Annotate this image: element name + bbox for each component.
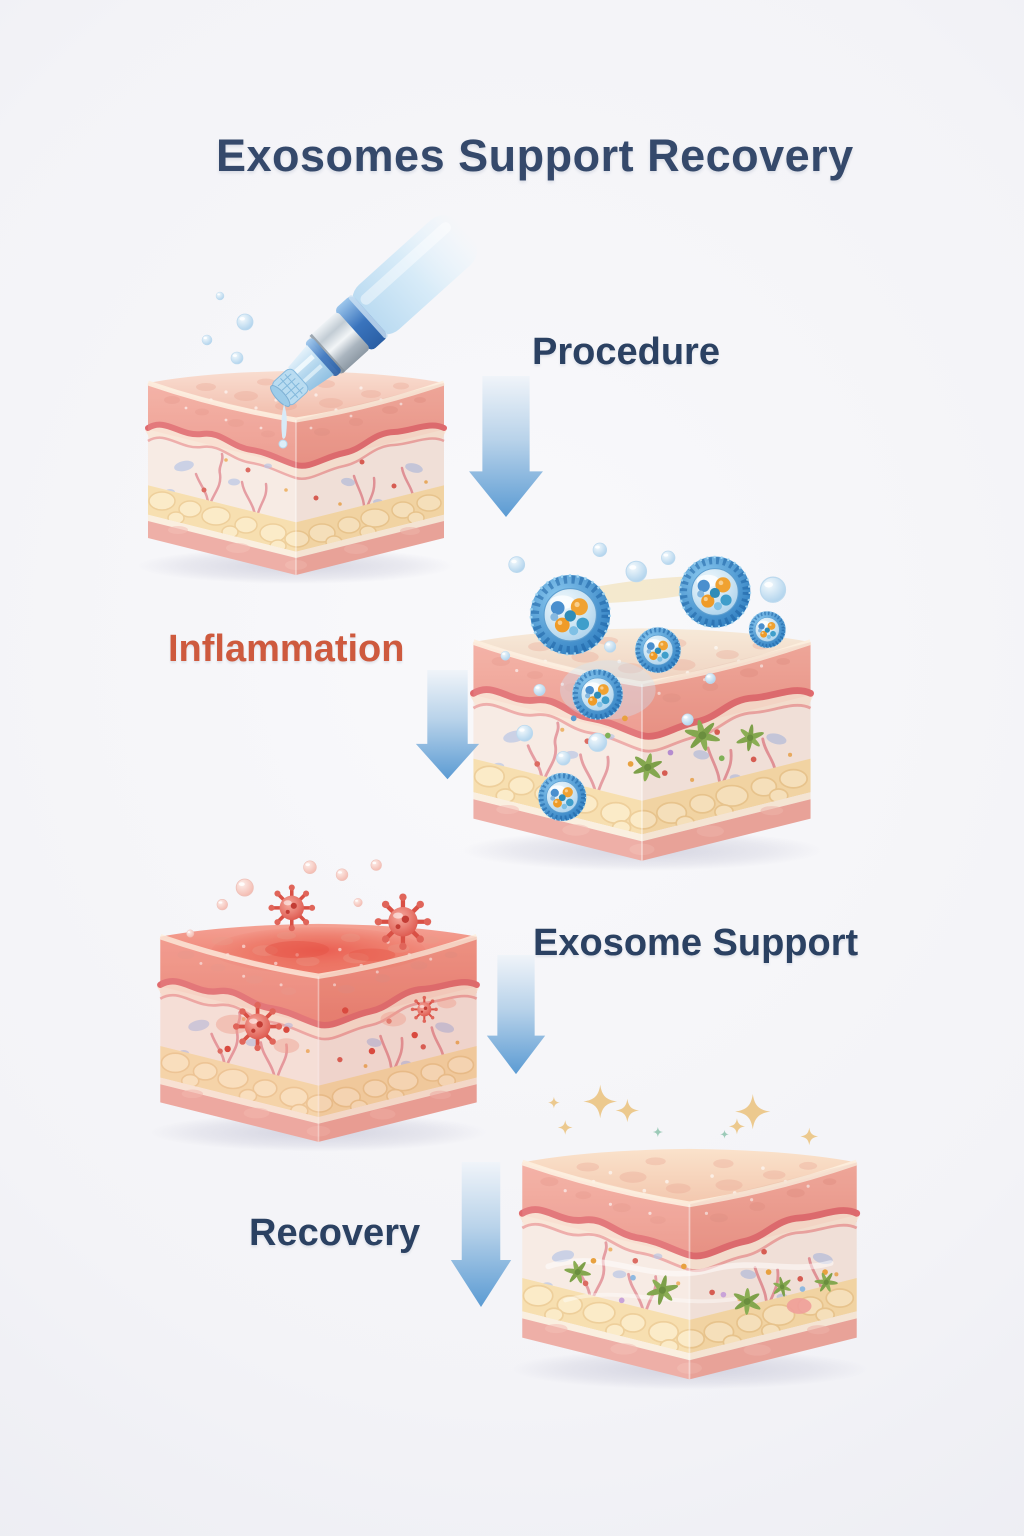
mist-bubbles-icon	[201, 291, 254, 365]
nutrient-specks	[590, 1257, 828, 1304]
stage-label-procedure: Procedure	[532, 331, 720, 373]
page-title: Exosomes Support Recovery	[216, 130, 854, 181]
tissue-blob	[786, 1298, 812, 1314]
stage-label-inflammation: Inflammation	[168, 628, 405, 670]
sparkles-icon	[548, 1084, 819, 1146]
exosome-absorption-skin-block-illustration	[437, 542, 847, 895]
procedure-skin-block-illustration	[116, 215, 478, 600]
recovered-skin-block-illustration	[486, 1084, 893, 1402]
stage-label-exosome-support: Exosome Support	[533, 922, 859, 964]
down-arrow-icon	[415, 670, 480, 780]
nutrient-specks	[570, 715, 725, 767]
stage-label-recovery: Recovery	[249, 1212, 421, 1254]
down-arrow-icon	[450, 1162, 512, 1307]
microneedling-pen-icon	[270, 215, 478, 407]
down-arrow-icon	[486, 955, 546, 1075]
serum-drip-icon	[278, 404, 288, 449]
inflamed-skin-block-illustration	[126, 859, 511, 1174]
inflamed-patches	[215, 940, 457, 1055]
down-arrow-icon	[469, 376, 543, 517]
